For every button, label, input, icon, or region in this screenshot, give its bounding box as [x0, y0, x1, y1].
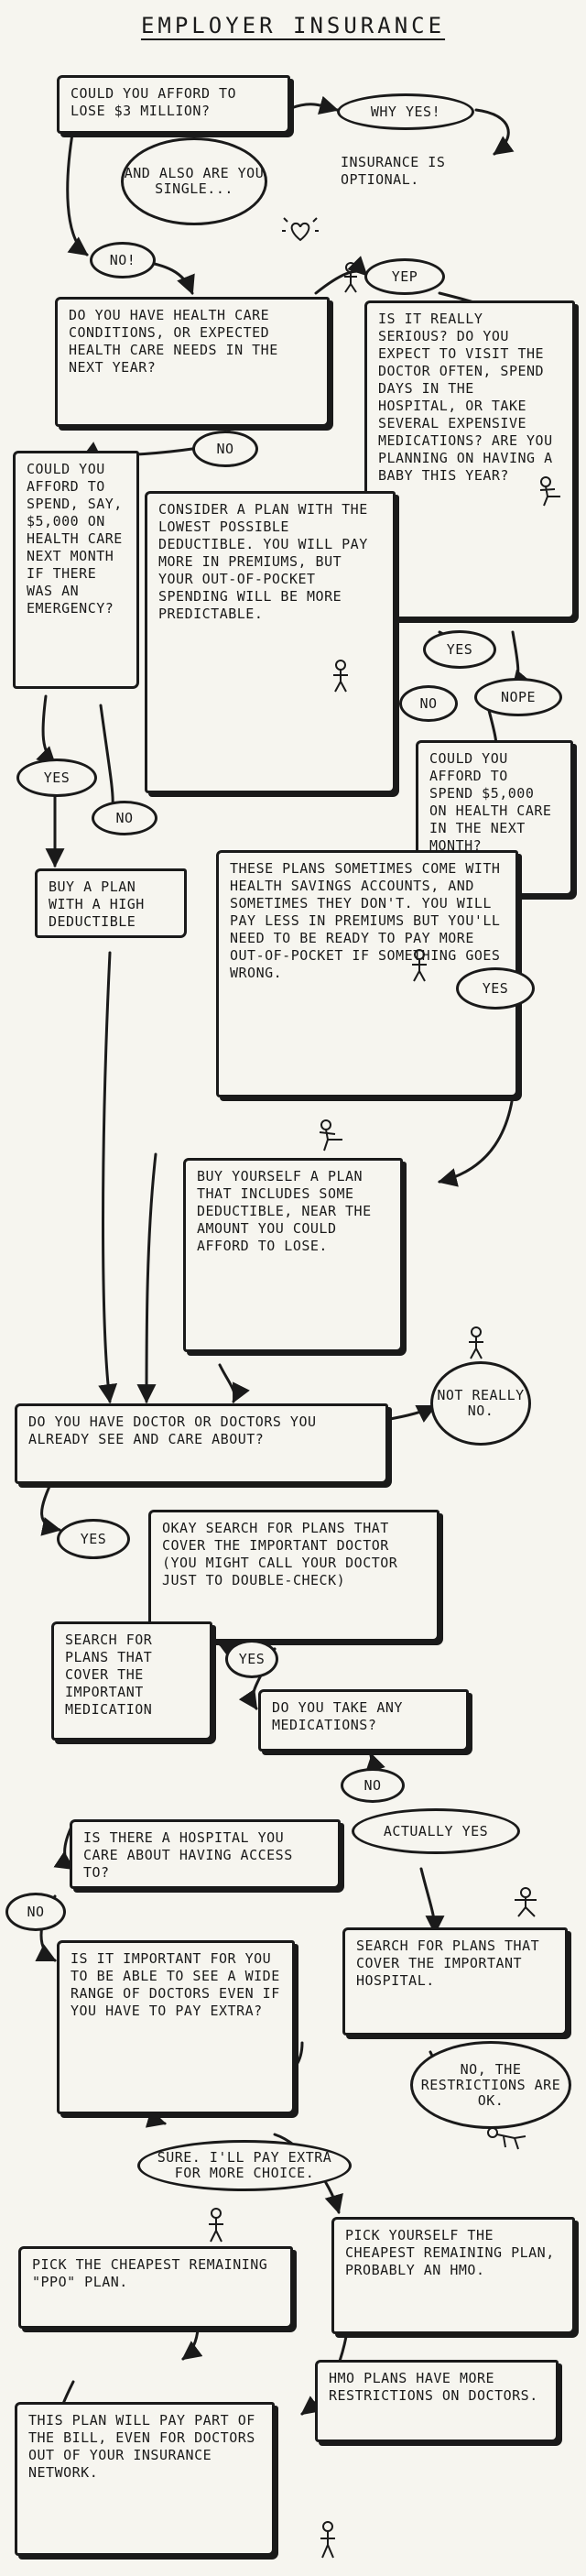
arrow [136, 1152, 157, 1404]
answer-yes-1: Yes [423, 630, 496, 669]
answer-actually-yes: Actually yes [352, 1808, 520, 1854]
note-health-savings-accounts: These plans sometimes come with health s… [216, 850, 518, 1097]
arrow [474, 108, 515, 156]
arrow [98, 951, 118, 1404]
arrow [40, 1473, 62, 1536]
answer-no-3: No [399, 685, 458, 722]
answer-yep: Yep [364, 258, 445, 295]
note-search-hospital: Search for plans that cover the importan… [342, 1927, 568, 2036]
answer-yes-3: Yes [456, 967, 535, 1010]
answer-why-yes: Why yes! [337, 93, 474, 130]
stick-figure-icon [537, 476, 564, 511]
note-also-single: And also are you single... [121, 137, 267, 225]
question-wide-range: Is it important for you to be able to se… [57, 1940, 295, 2114]
arrow [383, 1404, 437, 1423]
answer-sure-extra: Sure. I'll pay extra for more choice. [137, 2140, 352, 2191]
stick-figure-icon [317, 2521, 339, 2563]
note-cheapest-ppo: Pick the cheapest remaining "PPO" plan. [18, 2246, 293, 2329]
answer-restrictions-ok: No, the restrictions are ok. [410, 2041, 571, 2129]
stick-figure-icon [408, 949, 430, 986]
note-search-medication: Search for plans that cover the importan… [51, 1621, 212, 1741]
answer-no-4: No [92, 801, 157, 835]
arrow [218, 1363, 250, 1403]
stick-figure-icon [341, 262, 361, 297]
arrow [419, 1867, 445, 1936]
question-afford-5000-emergency: Could you afford to spend, say, $5,000 o… [13, 451, 139, 689]
note-search-doctor: Okay search for plans that cover the imp… [148, 1510, 440, 1642]
stick-figure-icon [485, 2125, 529, 2156]
arrow [98, 704, 118, 825]
note-insurance-optional: Insurance is optional. [341, 154, 446, 188]
arrow [314, 256, 368, 295]
answer-yes-4: Yes [57, 1519, 130, 1559]
stick-figure-icon [205, 2208, 227, 2246]
note-hmo-restrictions: HMO plans have more restrictions on doct… [315, 2360, 559, 2442]
heart-doodle-icon [282, 216, 319, 249]
question-really-serious: Is it really serious? Do you expect to v… [364, 300, 575, 619]
answer-yes-5: Yes [225, 1640, 278, 1678]
note-lowest-deductible: Consider a plan with the lowest possible… [145, 491, 396, 793]
answer-no-1: No! [90, 242, 156, 278]
note-cheapest-hmo: Pick yourself the cheapest remaining pla… [331, 2217, 575, 2334]
stick-figure-icon [513, 1887, 540, 1922]
answer-no-5: No [341, 1768, 405, 1803]
note-some-deductible: Buy yourself a plan that includes some d… [183, 1158, 403, 1352]
arrow [36, 694, 57, 767]
question-medications: Do you take any medications? [258, 1689, 469, 1752]
question-afford-3-million: Could you afford to lose $3 million? [57, 75, 290, 134]
stick-figure-icon [330, 660, 352, 696]
answer-yes-2: Yes [16, 759, 97, 797]
answer-nope: Nope [474, 678, 562, 716]
question-health-conditions: Do you have health care conditions, or e… [55, 297, 330, 427]
stick-figure-icon [465, 1326, 487, 1363]
arrow [289, 95, 340, 115]
question-hospital: Is there a hospital you care about havin… [70, 1819, 341, 1889]
question-doctors: Do you have doctor or doctors you alread… [15, 1403, 388, 1484]
answer-no-2: No [192, 431, 258, 467]
note-ppo-pays-part: This plan will pay part of the bill, eve… [15, 2402, 275, 2556]
page-title: Employer Insurance [140, 13, 446, 38]
note-high-deductible: Buy a plan with a high deductible [35, 868, 187, 938]
answer-not-really: Not really no. [430, 1361, 531, 1446]
arrow [66, 126, 89, 257]
stick-figure-icon [315, 1119, 346, 1156]
answer-no-6: No [5, 1893, 66, 1931]
